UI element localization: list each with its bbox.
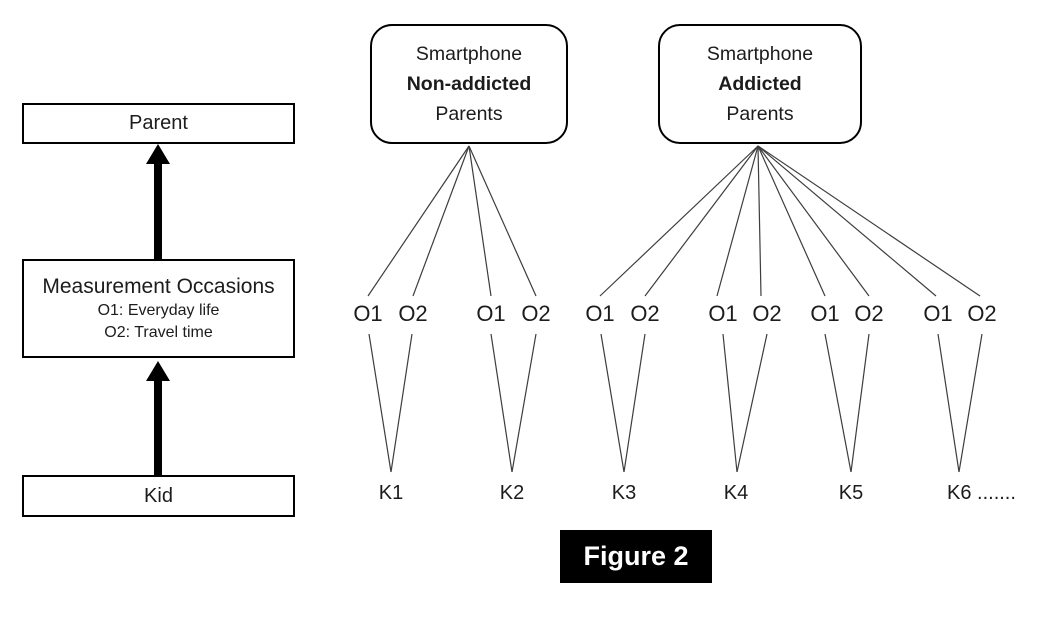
group-a-line-1: Smartphone (415, 43, 523, 65)
occasion-label-k1-o2: O2 (398, 301, 428, 326)
occasion-label-k6-o2: O2 (967, 301, 997, 326)
kid-box-label: Kid (144, 484, 173, 507)
v-connectors-kids (368, 333, 983, 473)
occasion-label-k2-o2: O2 (521, 301, 551, 326)
smartphone-addicted-parents-box: Smartphone Addicted Parents (658, 24, 862, 144)
group-b-line-3: Parents (726, 103, 794, 125)
kid-label-k3: K3 (611, 482, 637, 504)
measurement-occasions-box: Measurement Occasions O1: Everyday life … (22, 259, 295, 358)
kid-label-k4: K4 (723, 482, 749, 504)
fan-non-addicted (367, 145, 537, 297)
group-a-line-2: Non-addicted (406, 73, 532, 95)
occasion-label-k6-o1: O1 (923, 301, 953, 326)
measurement-occasion-2-label: O2: Travel time (104, 324, 213, 341)
occasion-label-k3-o2: O2 (630, 301, 660, 326)
arrow-kid-to-measurement (146, 361, 170, 475)
parent-box-label: Parent (129, 112, 188, 134)
kid-box: Kid (22, 475, 295, 517)
occasion-label-k2-o1: O1 (476, 301, 506, 326)
occasion-label-k1-o1: O1 (353, 301, 383, 326)
kid-label-k1: K1 (378, 482, 404, 504)
figure-caption-text: Figure 2 (583, 541, 689, 571)
parent-box: Parent (22, 103, 295, 144)
group-b-line-2: Addicted (718, 73, 802, 95)
occasion-label-k4-o1: O1 (708, 301, 738, 326)
arrow-measurement-to-parent (146, 144, 170, 259)
fan-addicted (599, 145, 981, 297)
figure-caption: Figure 2 (560, 530, 712, 583)
occasion-label-k3-o1: O1 (585, 301, 615, 326)
occasion-label-k5-o2: O2 (854, 301, 884, 326)
kid-label-k2: K2 (499, 482, 525, 504)
smartphone-non-addicted-parents-box: Smartphone Non-addicted Parents (370, 24, 568, 144)
kid-label-k5: K5 (838, 482, 864, 504)
occasion-label-k5-o1: O1 (810, 301, 840, 326)
kid-label-k6: K6 ....... (947, 482, 1016, 504)
measurement-occasion-1-label: O1: Everyday life (97, 302, 220, 319)
occasion-label-k4-o2: O2 (752, 301, 782, 326)
measurement-occasions-title: Measurement Occasions (42, 275, 275, 298)
group-a-line-3: Parents (435, 103, 503, 125)
group-b-line-1: Smartphone (706, 43, 814, 65)
